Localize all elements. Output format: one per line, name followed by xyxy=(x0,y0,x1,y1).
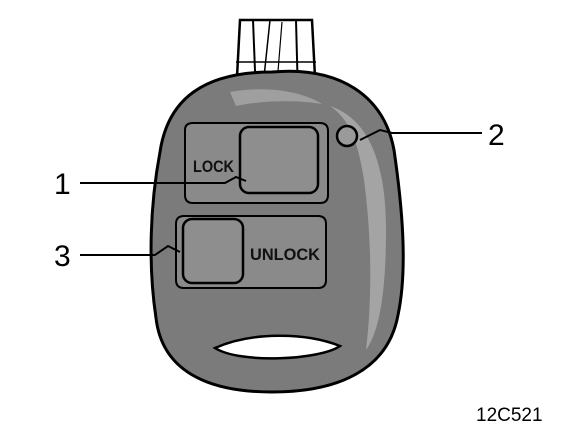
unlock-button[interactable] xyxy=(181,217,245,285)
callout-3-number: 3 xyxy=(54,240,71,273)
unlock-button-label: UNLOCK xyxy=(250,245,321,264)
callout-2: 2 xyxy=(359,119,505,152)
callout-1: 1 xyxy=(54,168,247,201)
callout-1-number: 1 xyxy=(54,168,71,201)
key-ring-hole xyxy=(212,334,343,360)
lock-button-label: LOCK xyxy=(193,157,235,176)
figure-code: 12C521 xyxy=(476,405,543,426)
callout-3: 3 xyxy=(54,240,181,273)
callout-2-number: 2 xyxy=(488,119,505,152)
indicator-led xyxy=(335,124,359,148)
lock-button[interactable] xyxy=(238,125,320,195)
